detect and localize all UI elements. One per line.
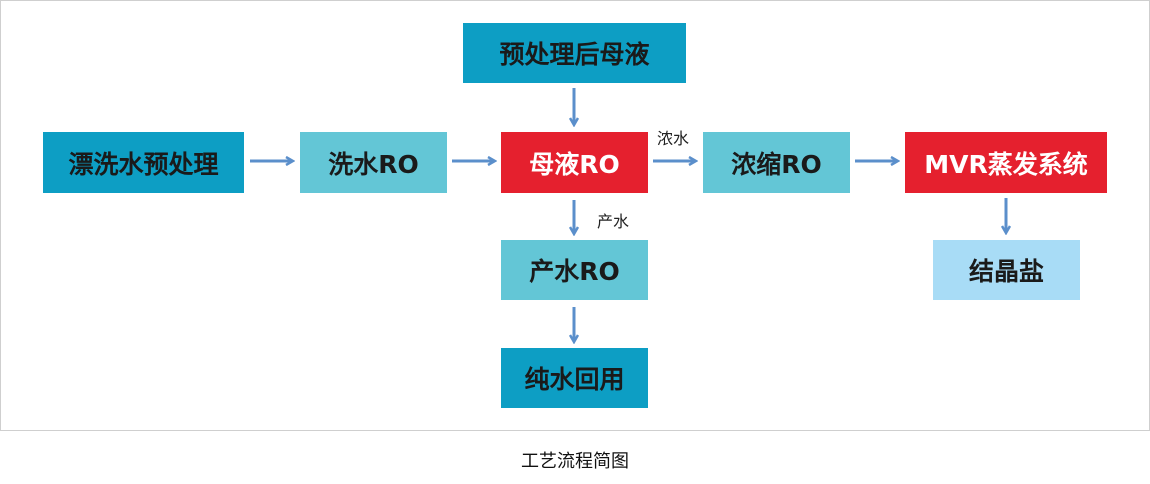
node-crystal-salt: 结晶盐 [933,240,1080,300]
node-product-water-ro: 产水RO [501,240,648,300]
node-concentrate-ro: 浓缩RO [703,132,850,193]
node-pretreated-mother-liquor: 预处理后母液 [463,23,686,83]
node-bleach-wash-pretreatment: 漂洗水预处理 [43,132,244,193]
node-pure-water-reuse: 纯水回用 [501,348,648,408]
edge-label-product-water: 产水 [597,212,630,231]
node-wash-water-ro: 洗水RO [300,132,447,193]
diagram-caption: 工艺流程简图 [521,451,629,472]
node-mother-liquor-ro: 母液RO [501,132,648,193]
node-mvr-evaporation: MVR蒸发系统 [905,132,1107,193]
edge-label-concentrate: 浓水 [657,129,690,148]
